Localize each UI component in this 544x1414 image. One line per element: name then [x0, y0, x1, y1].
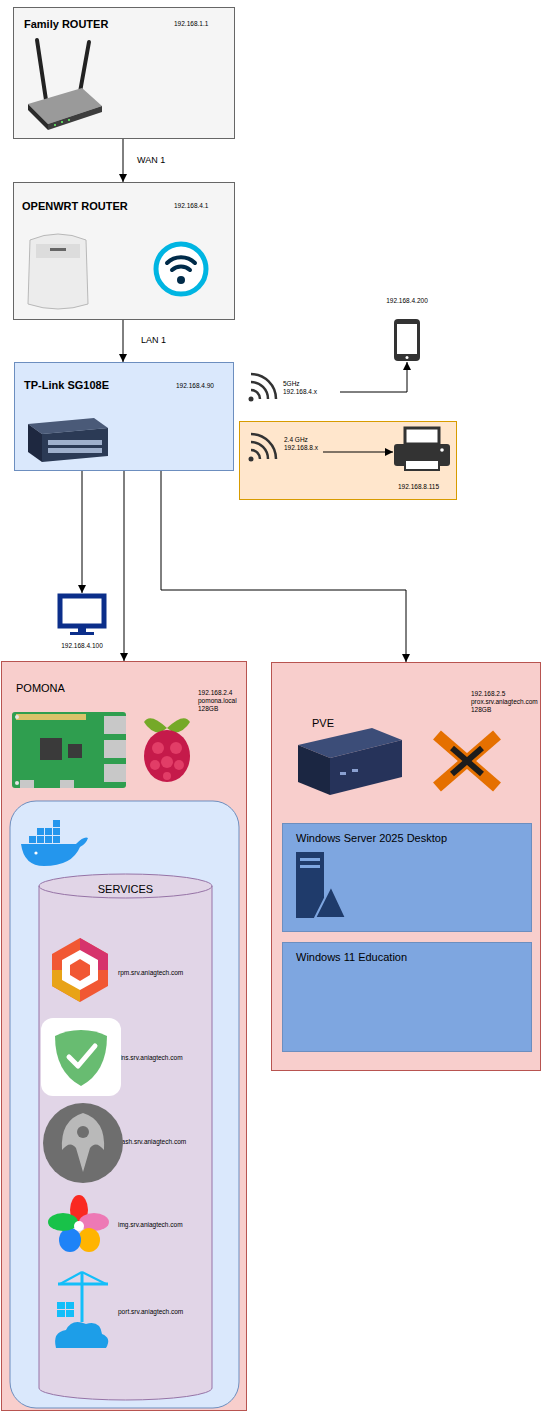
host-box: PVE 192.168.2.5 prox.srv.aniagtech.com 12… [271, 662, 541, 1071]
vm-box: Windows Server 2025 Desktop [282, 823, 532, 932]
address-label: 5GHz 192.168.4.x [283, 380, 331, 396]
address-label: 192.168.4.200 [367, 297, 447, 305]
monitor-icon [60, 596, 104, 626]
phone-icon [406, 356, 409, 359]
link-label: LAN 1 [141, 335, 166, 346]
network-link [123, 139, 124, 182]
node-detail: img.srv.aniagtech.com [118, 1221, 183, 1229]
node-title: OPENWRT ROUTER [22, 200, 128, 213]
node-detail: 192.168.1.1 [174, 20, 208, 28]
docker-container-box [10, 801, 239, 1408]
node-title: 2.4 GHz 192.168.8.x [284, 436, 332, 452]
node-title: POMONA [16, 682, 65, 695]
services-cylinder: SERVICES rpm.srv.aniagtech.com dns.srv.ani… [38, 873, 213, 1401]
node-title: TP-Link SG108E [24, 379, 109, 392]
wifi-5ghz-symbol [251, 382, 268, 399]
link-label: WAN 1 [137, 155, 165, 166]
phone-icon [397, 324, 417, 354]
monitor-icon [78, 628, 86, 633]
node-title: Family ROUTER [24, 18, 108, 31]
node-title: PVE [312, 717, 334, 730]
phone-icon [394, 319, 420, 361]
switch-box: TP-Link SG108E 192.168.4.90 [14, 362, 234, 471]
network-link [123, 320, 124, 362]
device-box: Family ROUTER 192.168.1.1 [13, 7, 235, 139]
cylinder-outline [38, 873, 213, 1401]
monitor-link [82, 471, 83, 593]
wifi-5ghz-symbol [251, 390, 260, 399]
network-link [124, 471, 125, 661]
node-detail: dns.srv.aniagtech.com [118, 1054, 183, 1062]
node-title: SERVICES [38, 883, 213, 896]
phone-link [340, 362, 407, 392]
node-detail: rpm.srv.aniagtech.com [118, 969, 183, 977]
node-title: Windows 11 Education [296, 951, 407, 964]
device-box: OPENWRT ROUTER 192.168.4.1 [13, 182, 235, 320]
monitor-icon [70, 632, 94, 635]
node-detail: 192.168.4.1 [174, 202, 208, 210]
monitor-icon [60, 596, 104, 635]
wifi-band-box: 2.4 GHz 192.168.8.x 192.168.8.115 [239, 421, 457, 500]
node-detail: 192.168.8.115 [398, 483, 439, 491]
node-detail: port.srv.aniagtech.com [118, 1308, 183, 1316]
cylinder-body [39, 874, 212, 1400]
wifi-5ghz-symbol [251, 374, 276, 399]
phone-icon [394, 319, 420, 361]
vm-box: Windows 11 Education [282, 942, 532, 1052]
node-detail: 192.168.2.4 pomona.local 128GB [198, 689, 237, 712]
wifi-5ghz-symbol [249, 374, 277, 402]
host-box: POMONA 192.168.2.4 pomona.local 128GB SERV… [1, 661, 247, 1411]
node-detail: dash.srv.aniagtech.com [118, 1138, 186, 1146]
wifi-5ghz-symbol [249, 397, 254, 402]
node-detail: 192.168.4.90 [176, 382, 214, 390]
address-label: 192.168.4.100 [42, 642, 122, 650]
node-detail: 192.168.2.5 prox.srv.aniagtech.com 128GB [471, 690, 538, 713]
node-title: Windows Server 2025 Desktop [296, 832, 447, 845]
